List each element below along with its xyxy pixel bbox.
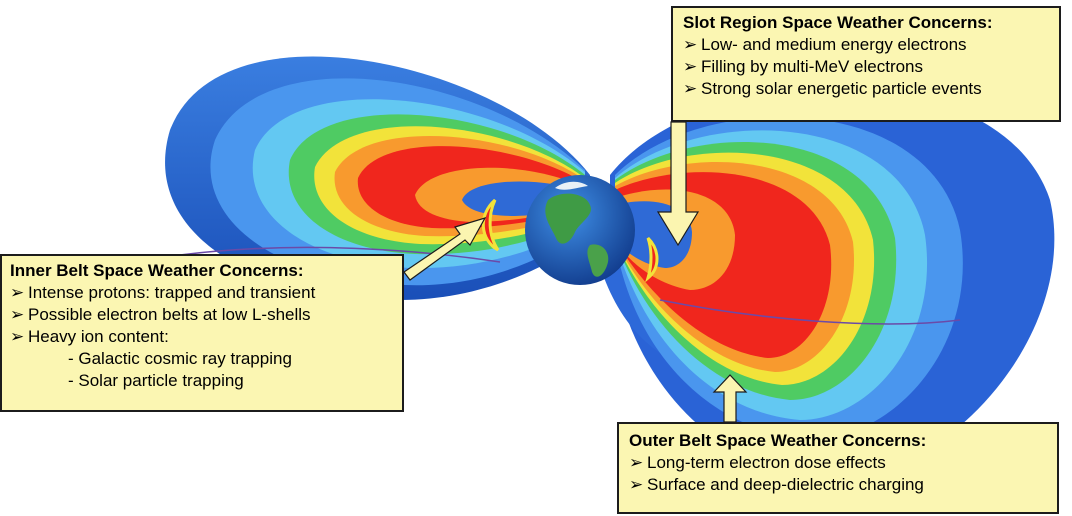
slot-region-item: ➢Filling by multi-MeV electrons [683,57,924,76]
arrow-bullet-icon: ➢ [629,475,644,494]
arrow-bullet-icon: ➢ [629,453,644,472]
earth-globe [525,175,635,285]
inner-belt-callout: Inner Belt Space Weather Concerns: ➢Inte… [0,254,404,412]
orbit-lines [179,246,961,325]
slot-region-item: ➢Strong solar energetic particle events [683,79,982,98]
inner-belt-subitem: - Solar particle trapping [68,371,244,390]
slot-region-arrow [656,121,700,247]
arrow-bullet-icon: ➢ [683,57,698,76]
slot-region-item: ➢Low- and medium energy electrons [683,35,967,54]
inner-belt-title: Inner Belt Space Weather Concerns: [10,261,304,280]
inner-belt-crescents [481,198,659,283]
inner-belt-item: ➢Heavy ion content: [10,327,169,346]
outer-belt-arrow [712,374,748,423]
inner-belt-subitem: - Galactic cosmic ray trapping [68,349,292,368]
outer-belt-callout: Outer Belt Space Weather Concerns: ➢Long… [617,422,1059,514]
slot-region-title: Slot Region Space Weather Concerns: [683,13,993,32]
arrow-bullet-icon: ➢ [683,79,698,98]
outer-belt-item: ➢Long-term electron dose effects [629,453,886,472]
arrow-bullet-icon: ➢ [10,283,25,302]
outer-belt-item: ➢Surface and deep-dielectric charging [629,475,924,494]
inner-belt-item: ➢Possible electron belts at low L-shells [10,305,311,324]
inner-belt-arrow [403,217,487,281]
inner-belt-item: ➢Intense protons: trapped and transient [10,283,316,302]
arrow-bullet-icon: ➢ [683,35,698,54]
outer-belt-title: Outer Belt Space Weather Concerns: [629,431,927,450]
arrow-bullet-icon: ➢ [10,327,25,346]
arrow-bullet-icon: ➢ [10,305,25,324]
right-belt-lobe [615,116,963,440]
slot-region-callout: Slot Region Space Weather Concerns: ➢Low… [671,6,1061,122]
